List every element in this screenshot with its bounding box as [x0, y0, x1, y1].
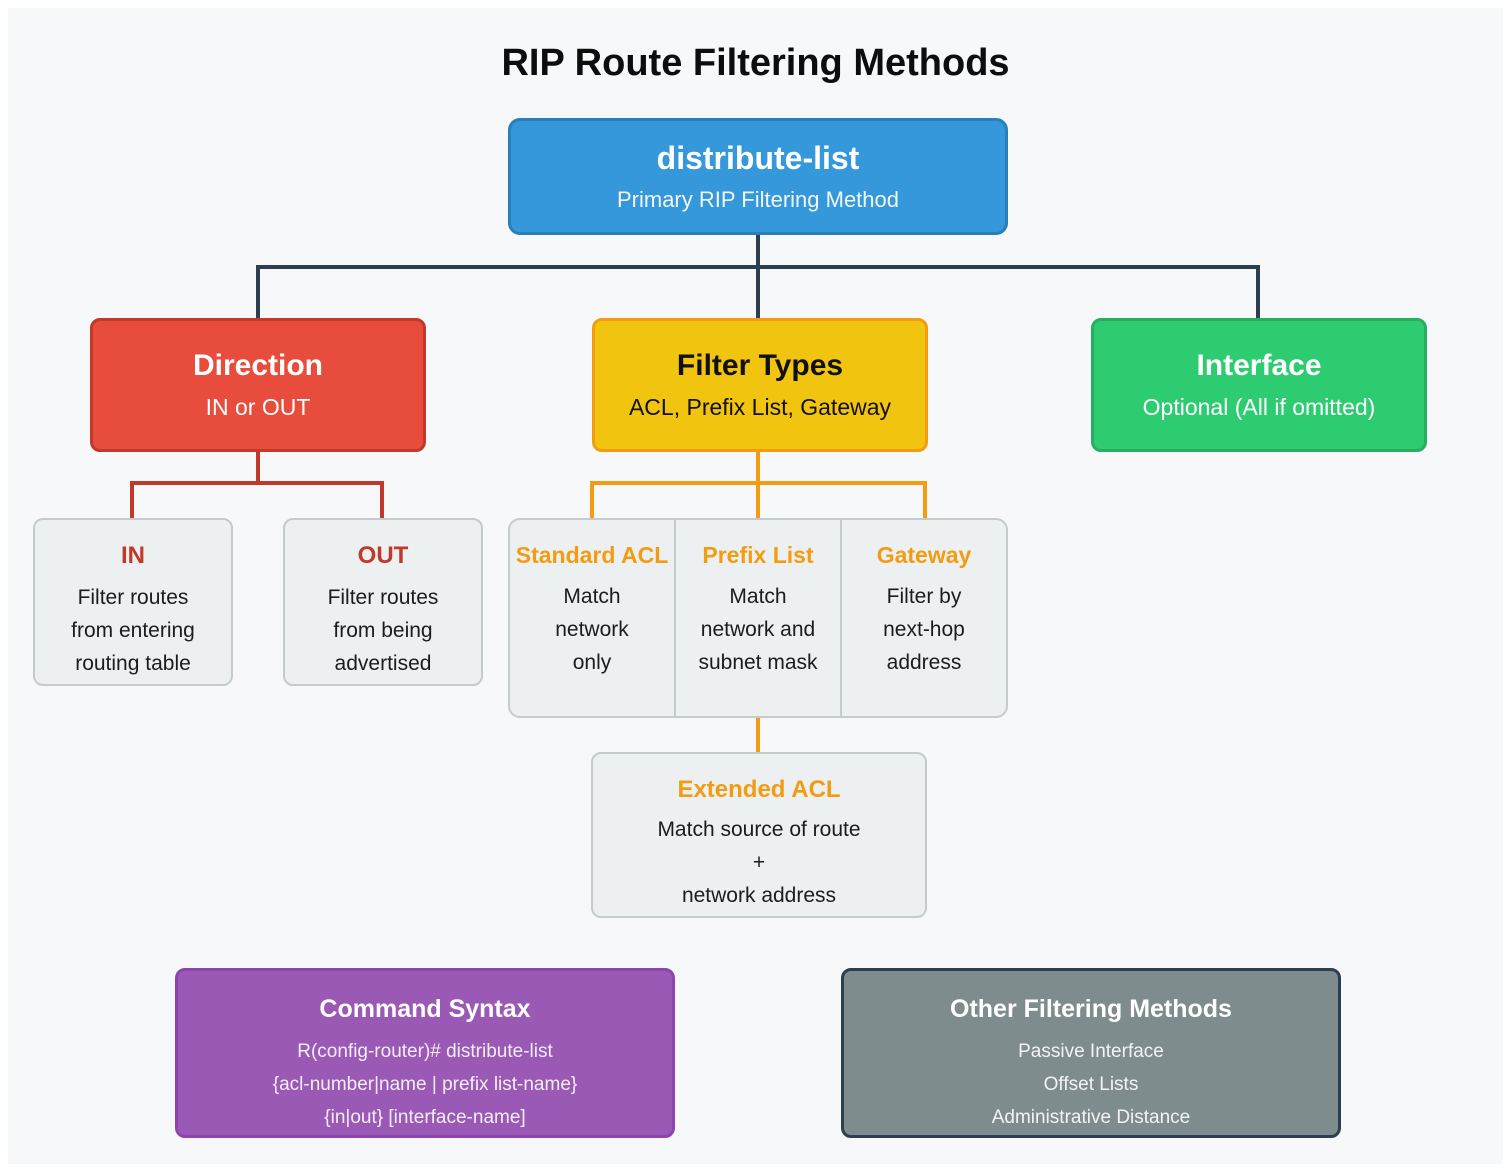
- description-line: only: [572, 651, 612, 674]
- description-line: Match: [563, 585, 621, 608]
- description-line: Match: [729, 585, 787, 608]
- panel-title: Command Syntax: [319, 995, 531, 1023]
- description-line: Filter routes: [77, 586, 189, 609]
- node-subtitle: IN or OUT: [205, 394, 311, 420]
- connector-drop-filter-types: [756, 265, 760, 318]
- node-gateway: Gateway Filter by next-hop address: [840, 520, 1006, 716]
- description-line: subnet mask: [698, 651, 818, 674]
- node-subtitle: Primary RIP Filtering Method: [616, 187, 899, 212]
- syntax-line: {in|out} [interface-name]: [324, 1107, 526, 1128]
- description-line: from entering: [71, 619, 195, 642]
- node-title: IN: [121, 542, 145, 569]
- node-title: Prefix List: [702, 542, 814, 568]
- panel-title: Other Filtering Methods: [950, 995, 1232, 1023]
- connector-drop-standard-acl: [590, 481, 594, 518]
- connector-filter-stem: [756, 452, 760, 518]
- description-line: network address: [681, 884, 837, 907]
- node-filter-types: Filter Types ACL, Prefix List, Gateway: [592, 318, 928, 452]
- page-title: RIP Route Filtering Methods: [501, 42, 1010, 84]
- connector-direction-stem: [256, 452, 260, 484]
- node-title: Gateway: [876, 542, 972, 568]
- connector-drop-gateway: [923, 481, 927, 518]
- node-title: Filter Types: [676, 349, 844, 382]
- node-interface: Interface Optional (All if omitted): [1091, 318, 1427, 452]
- method-line: Passive Interface: [1018, 1041, 1164, 1062]
- description-line: network and: [700, 618, 816, 641]
- syntax-line: R(config-router)# distribute-list: [297, 1041, 553, 1062]
- node-title: Direction: [192, 349, 324, 382]
- connector-root-stem: [756, 235, 760, 267]
- filter-types-panel: Standard ACL Match network only Prefix L…: [508, 518, 1008, 718]
- node-extended-acl: Extended ACL Match source of route + net…: [591, 752, 927, 918]
- node-title: Interface: [1196, 349, 1322, 382]
- syntax-line: {acl-number|name | prefix list-name}: [272, 1074, 578, 1095]
- node-subtitle: ACL, Prefix List, Gateway: [628, 394, 892, 420]
- connector-extended-acl-stem: [756, 718, 760, 752]
- method-line: Offset Lists: [1043, 1074, 1139, 1095]
- description-line: address: [886, 651, 962, 674]
- connector-drop-out: [380, 481, 384, 518]
- connector-direction-horizontal: [130, 481, 384, 485]
- diagram-canvas: RIP Route Filtering Methods distribute-l…: [8, 8, 1503, 1164]
- description-line: Match source of route: [657, 818, 861, 841]
- description-line: +: [752, 851, 766, 874]
- method-line: Administrative Distance: [991, 1107, 1191, 1128]
- node-title: distribute-list: [656, 140, 860, 176]
- connector-drop-in: [130, 481, 134, 518]
- connector-drop-interface: [1256, 265, 1260, 318]
- description-line: advertised: [334, 652, 432, 675]
- description-line: Filter routes: [327, 586, 439, 609]
- node-subtitle: Optional (All if omitted): [1142, 394, 1376, 420]
- node-title: Standard ACL: [515, 542, 669, 568]
- connector-filter-horizontal: [590, 481, 927, 485]
- description-line: routing table: [75, 652, 191, 675]
- node-prefix-list: Prefix List Match network and subnet mas…: [674, 520, 840, 716]
- description-line: next-hop: [883, 618, 965, 641]
- command-syntax-panel: Command Syntax R(config-router)# distrib…: [175, 968, 675, 1138]
- node-standard-acl: Standard ACL Match network only: [510, 520, 674, 716]
- description-line: Filter by: [886, 585, 962, 608]
- node-title: Extended ACL: [677, 776, 841, 803]
- node-distribute-list: distribute-list Primary RIP Filtering Me…: [508, 118, 1008, 235]
- node-title: OUT: [357, 542, 409, 569]
- other-methods-panel: Other Filtering Methods Passive Interfac…: [841, 968, 1341, 1138]
- description-line: from being: [333, 619, 433, 642]
- node-in: IN Filter routes from entering routing t…: [33, 518, 233, 686]
- node-direction: Direction IN or OUT: [90, 318, 426, 452]
- description-line: network: [555, 618, 629, 641]
- node-out: OUT Filter routes from being advertised: [283, 518, 483, 686]
- connector-drop-direction: [256, 265, 260, 318]
